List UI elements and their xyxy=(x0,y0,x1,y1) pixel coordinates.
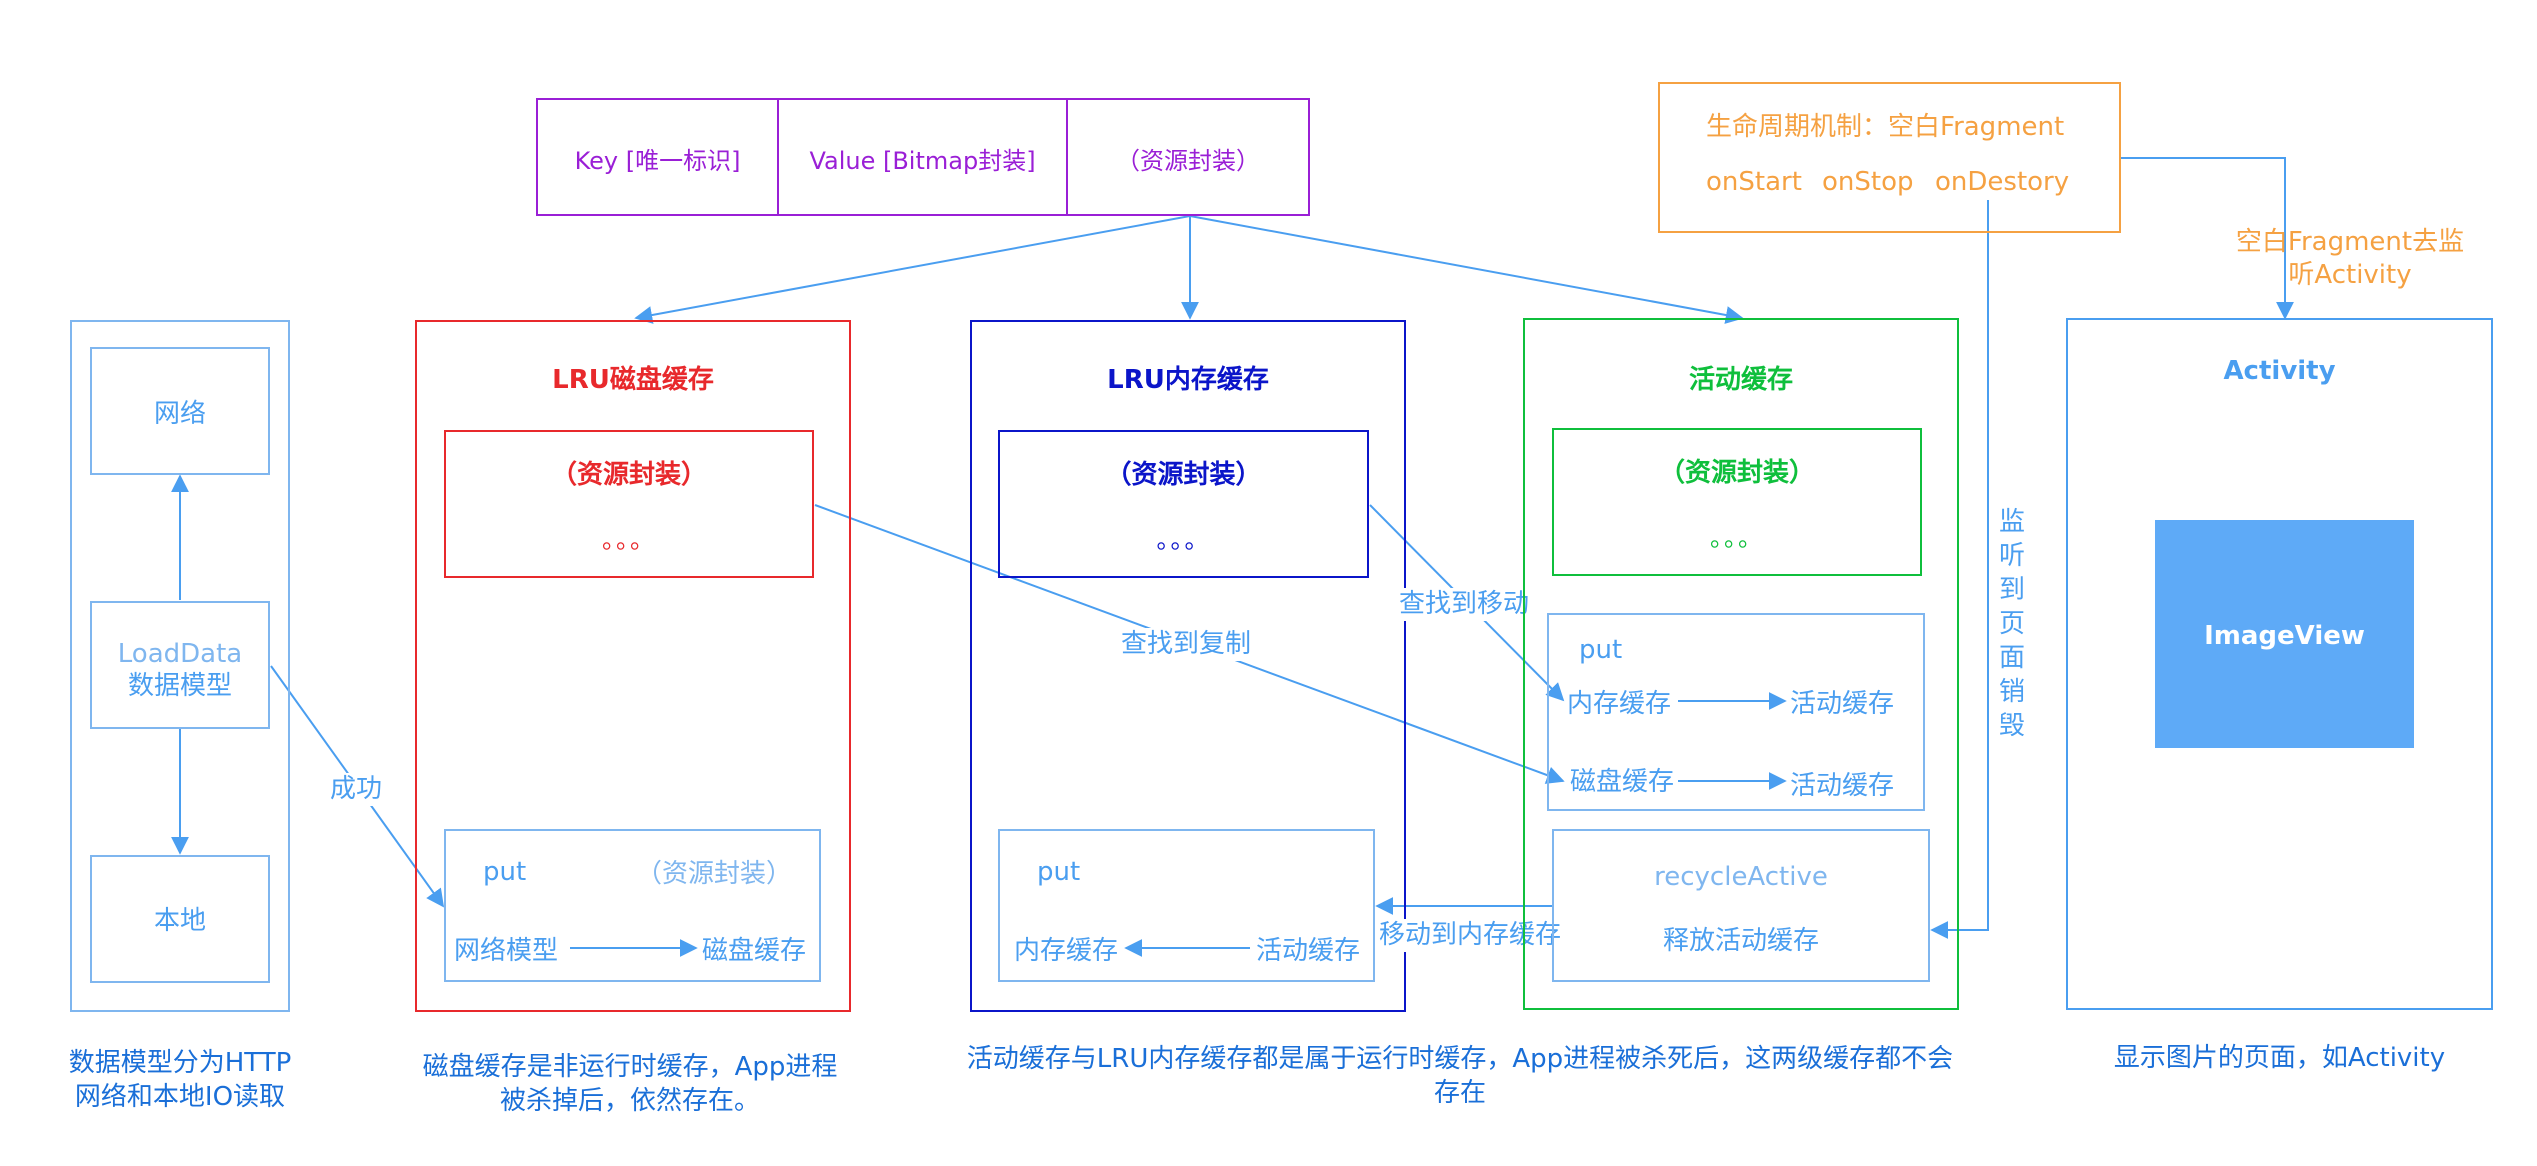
page-destroy-label-4: 页 xyxy=(1998,609,2025,639)
page-destroy-label-5: 面 xyxy=(1998,643,2025,673)
active-cache-title: 活动缓存 xyxy=(1688,365,1793,395)
network-box xyxy=(90,347,270,475)
disk-caption-line1: 磁盘缓存是非运行时缓存，App进程 xyxy=(422,1052,838,1082)
network-label: 网络 xyxy=(153,399,206,429)
memory-cache-wrap-label: （资源封装） xyxy=(1105,460,1262,490)
page-destroy-label-2: 听 xyxy=(1998,541,2025,571)
local-label: 本地 xyxy=(153,906,206,936)
active-cache-wrap-label: （资源封装） xyxy=(1658,458,1815,488)
listen-activity-label-line1: 空白Fragment去监 xyxy=(2235,227,2465,257)
disk-cache-wrap-box xyxy=(444,430,814,578)
loaddata-label-line1: LoadData xyxy=(117,639,243,669)
local-box xyxy=(90,855,270,983)
success-label: 成功 xyxy=(330,773,383,806)
active-cache-panel xyxy=(1523,318,1959,1010)
resource-wrap-label: （资源封装） xyxy=(1116,147,1260,175)
loaddata-box xyxy=(90,601,270,729)
active-cache-wrap-box xyxy=(1552,428,1922,576)
disk-cache-title: LRU磁盘缓存 xyxy=(552,365,714,395)
active-row1-from: 内存缓存 xyxy=(1567,689,1672,719)
move-to-memory-label: 移动到内存缓存 xyxy=(1379,919,1562,952)
image-view-label: ImageView xyxy=(2204,621,2365,651)
activity-title: Activity xyxy=(2223,356,2336,386)
image-view xyxy=(2155,520,2414,748)
resource-bar xyxy=(536,98,1310,216)
runtime-caption-line2: 存在 xyxy=(1433,1078,1486,1108)
page-destroy-label-1: 监 xyxy=(1998,507,2025,537)
disk-cache-dots: 。。。 xyxy=(602,526,656,554)
disk-cache-wrap-label: （资源封装） xyxy=(550,460,707,490)
memory-put-from: 内存缓存 xyxy=(1014,936,1119,966)
page-destroy-label-6: 销 xyxy=(1998,677,2025,707)
arrow-lifecycle-to-activity xyxy=(2121,157,2294,320)
copy-label: 查找到复制 xyxy=(1121,628,1252,661)
recycle-box xyxy=(1552,829,1930,982)
page-destroy-label-3: 到 xyxy=(1998,575,2025,605)
source-caption-line1: 数据模型分为HTTP xyxy=(68,1048,292,1078)
source-caption-line2: 网络和本地IO读取 xyxy=(74,1082,286,1112)
listen-activity-label-line2: 听Activity xyxy=(2288,260,2412,290)
recycle-label: recycleActive xyxy=(1654,862,1828,892)
arrow-to-active-cache xyxy=(1189,215,1744,324)
active-put-label: put xyxy=(1579,635,1623,665)
resource-value-label: Value [Bitmap封装] xyxy=(809,147,1036,175)
lifecycle-box xyxy=(1658,82,2121,233)
active-row2-from: 磁盘缓存 xyxy=(1570,767,1675,797)
active-row2-to: 活动缓存 xyxy=(1790,771,1895,801)
disk-put-to: 磁盘缓存 xyxy=(702,936,807,966)
activity-caption: 显示图片的页面，如Activity xyxy=(2113,1043,2446,1073)
disk-put-wrap-label: （资源封装） xyxy=(636,859,793,889)
memory-put-label: put xyxy=(1037,857,1081,887)
memory-put-to: 活动缓存 xyxy=(1256,936,1361,966)
arrow-to-disk-cache xyxy=(634,215,1191,324)
resource-key-label: Key [唯一标识] xyxy=(574,147,741,175)
active-cache-dots: 。。。 xyxy=(1710,524,1764,552)
resource-bar-divider-1 xyxy=(777,98,779,216)
memory-cache-title: LRU内存缓存 xyxy=(1107,365,1269,395)
activity-panel xyxy=(2066,318,2493,1010)
memory-cache-wrap-box xyxy=(998,430,1369,578)
loaddata-label-line2: 数据模型 xyxy=(127,671,232,701)
source-panel xyxy=(70,320,290,1012)
lifecycle-ondestroy: onDestory xyxy=(1935,167,2070,197)
lifecycle-onstop: onStop xyxy=(1822,167,1914,197)
lifecycle-onstart: onStart xyxy=(1706,167,1802,197)
disk-put-label: put xyxy=(483,857,527,887)
disk-caption-line2: 被杀掉后，依然存在。 xyxy=(499,1086,760,1116)
active-put-box xyxy=(1547,613,1925,811)
resource-bar-divider-2 xyxy=(1066,98,1068,216)
runtime-caption-line1: 活动缓存与LRU内存缓存都是属于运行时缓存，App进程被杀死后，这两级缓存都不会 xyxy=(966,1044,1954,1074)
active-row1-to: 活动缓存 xyxy=(1790,689,1895,719)
disk-put-box xyxy=(444,829,821,982)
memory-cache-dots: 。。。 xyxy=(1156,526,1211,554)
memory-put-box xyxy=(998,829,1375,982)
disk-cache-panel xyxy=(415,320,851,1012)
move-label: 查找到移动 xyxy=(1399,588,1530,621)
disk-put-from: 网络模型 xyxy=(454,936,559,966)
release-label: 释放活动缓存 xyxy=(1662,926,1819,956)
memory-cache-panel xyxy=(970,320,1406,1012)
lifecycle-title: 生命周期机制：空白Fragment xyxy=(1706,112,2065,142)
page-destroy-label-7: 毁 xyxy=(1998,711,2025,741)
arrow-lifecycle-to-recycle xyxy=(1930,200,1989,939)
